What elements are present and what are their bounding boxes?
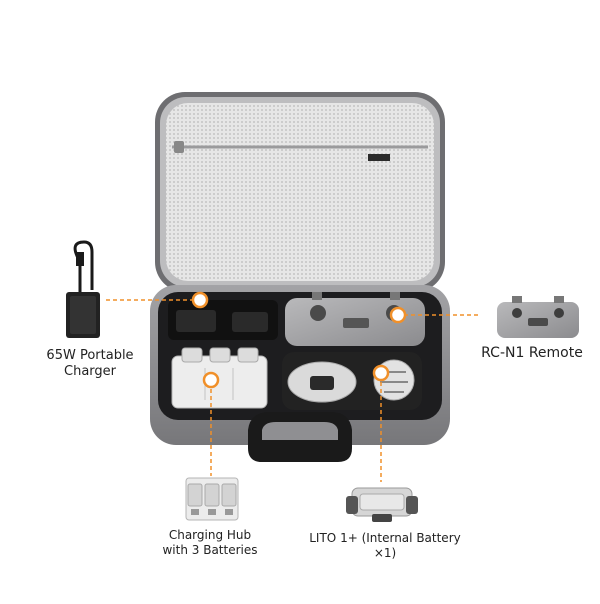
charger-label: 65W Portable Charger bbox=[20, 348, 160, 381]
marker-dots bbox=[191, 291, 407, 389]
marker-hub bbox=[202, 371, 220, 389]
charger-compartment bbox=[168, 300, 278, 340]
mesh-pocket bbox=[166, 103, 434, 281]
hub-label: Charging Hub with 3 Batteries bbox=[150, 528, 270, 558]
charger-icon bbox=[66, 240, 100, 338]
marker-remote bbox=[389, 306, 407, 324]
drone-in-case bbox=[282, 352, 422, 410]
remote-label: RC-N1 Remote bbox=[481, 345, 583, 361]
charger-label-line1: 65W Portable bbox=[46, 348, 134, 363]
marker-drone bbox=[372, 364, 390, 382]
charger-label-line2: Charger bbox=[64, 364, 116, 380]
charging-hub-icon bbox=[185, 477, 239, 521]
hub-label-line1: Charging Hub bbox=[168, 528, 252, 542]
leader-lines bbox=[106, 299, 478, 482]
drone-label: LITO 1+ (Internal Battery ×1) bbox=[309, 531, 461, 560]
remote-icon bbox=[497, 296, 579, 338]
brand-tag bbox=[368, 154, 390, 161]
hub-in-case bbox=[171, 347, 268, 409]
hub-label-line2: with 3 Batteries bbox=[162, 543, 258, 557]
marker-charger bbox=[191, 291, 209, 309]
case-lid bbox=[155, 92, 445, 292]
drone-icon bbox=[346, 487, 418, 522]
